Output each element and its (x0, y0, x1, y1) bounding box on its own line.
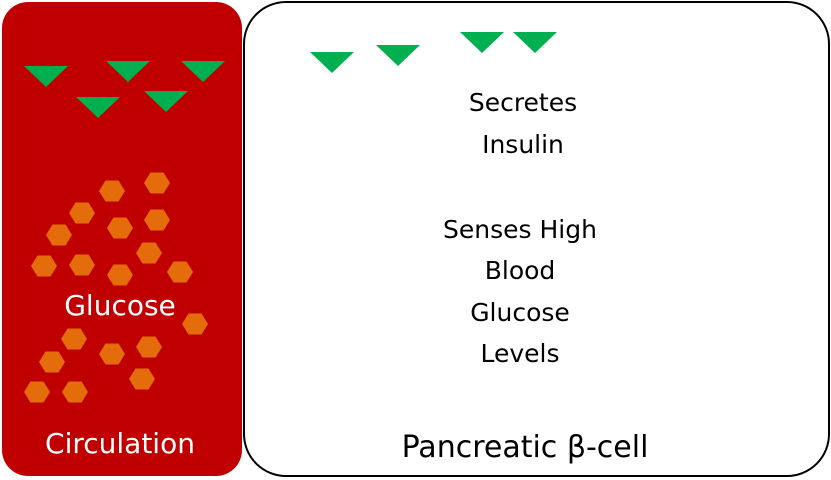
glucose-hexagon (129, 368, 155, 390)
glucose-hexagon (39, 351, 65, 373)
insulin-triangle (376, 45, 420, 66)
glucose-hexagon (31, 255, 57, 277)
glucose-hexagon (167, 261, 193, 283)
insulin-triangle (24, 66, 68, 87)
glucose-hexagon (99, 343, 125, 365)
glucose-hexagon (61, 328, 87, 350)
insulin-triangle (144, 91, 188, 112)
insulin-triangle (513, 32, 557, 53)
glucose-hexagon (69, 254, 95, 276)
insulin-triangle (76, 97, 120, 118)
glucose-hexagon (99, 180, 125, 202)
senses-line-1: Senses High (443, 215, 597, 244)
glucose-hexagon (182, 313, 208, 335)
glucose-hexagon (62, 381, 88, 403)
senses-line-2: Blood (485, 256, 556, 285)
circulation-label: Circulation (45, 427, 195, 460)
insulin-triangle (181, 61, 225, 82)
insulin-triangle (106, 61, 150, 82)
insulin-triangle (310, 52, 354, 73)
secretes-line-1: Secretes (469, 88, 577, 117)
glucose-hexagon (46, 224, 72, 246)
secretes-line-2: Insulin (482, 130, 564, 159)
glucose-hexagon (144, 209, 170, 231)
glucose-hexagon (69, 202, 95, 224)
insulin-molecules (24, 32, 557, 118)
glucose-hexagon (24, 381, 50, 403)
glucose-label: Glucose (64, 289, 176, 322)
insulin-triangle (460, 32, 504, 53)
glucose-hexagon (144, 172, 170, 194)
senses-line-4: Levels (480, 339, 559, 368)
beta-cell-label: Pancreatic β-cell (402, 430, 649, 465)
glucose-hexagon (107, 264, 133, 286)
glucose-hexagon (136, 242, 162, 264)
senses-line-3: Glucose (470, 298, 570, 327)
beta-cell-panel (243, 1, 830, 477)
glucose-molecules (24, 172, 208, 403)
glucose-hexagon (136, 336, 162, 358)
glucose-hexagon (107, 217, 133, 239)
